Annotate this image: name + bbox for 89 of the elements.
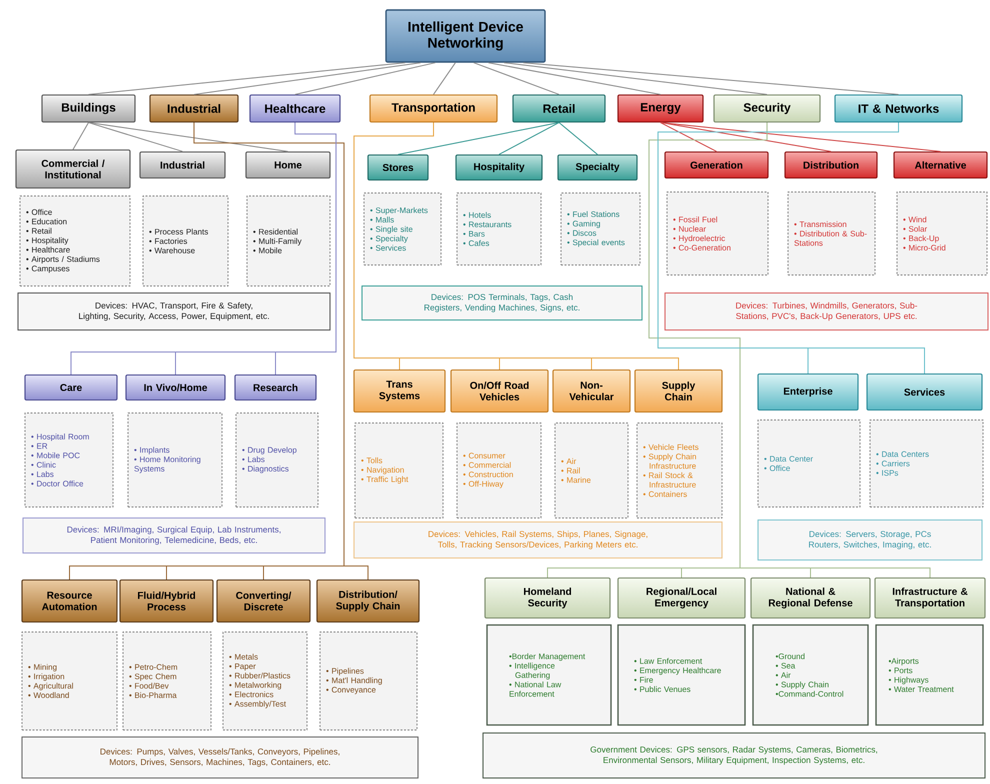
connector-line: [88, 62, 406, 95]
connector-line: [433, 62, 456, 95]
list-box: •Airports • Ports • Highways • Water Treatment: [875, 624, 984, 726]
subcategory-box: Commercial / Institutional: [15, 149, 131, 189]
list-box: • Data Center • Office: [758, 420, 860, 508]
devices-box: Government Devices: GPS sensors, Radar Systems, Cameras, Biometrics, Environmental Sensors, Military Equipment, Inspection Systems, etc.: [482, 732, 986, 778]
subcategory-box: Converting/ Discrete: [216, 579, 311, 623]
subcategory-box: Stores: [367, 154, 429, 181]
category-box: Buildings: [41, 94, 136, 123]
devices-box: Devices: Servers, Storage, PCs Routers, Switches, Imaging, etc.: [758, 520, 983, 560]
list-box: • Petro-Chem • Spec Chem • Food/Bev • Bio-Pharma: [122, 632, 212, 730]
connector-line: [354, 122, 679, 370]
connector-line: [88, 122, 183, 152]
connector-line: [660, 122, 717, 152]
subcategory-box: Trans Systems: [353, 369, 446, 413]
connector-line: [294, 62, 436, 95]
subcategory-box: Resource Automation: [21, 579, 118, 623]
list-box: • Implants • Home Monitoring Systems: [128, 412, 222, 508]
category-box: Industrial: [149, 94, 239, 123]
connector-line: [398, 122, 560, 155]
subcategory-box: Industrial: [139, 151, 226, 179]
category-box: Security: [713, 94, 821, 123]
list-box: • Air • Rail • Marine: [554, 422, 628, 518]
root-box: Intelligent Device Networking: [385, 9, 546, 63]
subcategory-box: National & Regional Defense: [750, 577, 871, 619]
subcategory-box: On/Off Road Vehicles: [450, 369, 549, 413]
list-box: •Ground • Sea • Air • Supply Chain •Command-Control: [752, 624, 869, 726]
devices-box: Devices: HVAC, Transport, Fire & Safety, Lighting, Security, Access, Power, Equipment, etc.: [18, 292, 330, 330]
connector-line: [275, 122, 336, 375]
subcategory-box: Generation: [664, 151, 769, 179]
subcategory-box: Distribution: [784, 151, 878, 179]
list-box: • Law Enforcement • Emergency Healthcare • Fire • Public Venues: [617, 624, 746, 726]
list-box: • Hotels • Restaurants • Bars • Cafes: [456, 192, 542, 266]
list-box: • Super-Markets • Malls • Single site • Specialty • Services: [364, 192, 442, 266]
subcategory-box: Fluid/Hybrid Process: [119, 579, 214, 623]
subcategory-box: In Vivo/Home: [125, 374, 226, 401]
connector-line: [648, 122, 931, 578]
list-box: • Hospital Room • ER • Mobile POC • Clinic • Labs • Doctor Office: [24, 412, 114, 508]
connector-line: [194, 62, 422, 95]
devices-box: Devices: POS Terminals, Tags, Cash Registers, Vending Machines, Signs, etc.: [362, 286, 642, 320]
subcategory-box: Infrastructure & Transportation: [874, 577, 986, 619]
list-box: • Consumer • Commercial • Construction • Off-Hiway: [456, 422, 542, 518]
devices-box: Devices: Turbines, Windmills, Generators, Sub-Stations, PVC's, Back-Up Generators, UPS etc.: [664, 292, 989, 330]
subcategory-box: Homeland Security: [484, 577, 611, 619]
connector-line: [660, 122, 942, 152]
devices-box: Devices: Vehicles, Rail Systems, Ships, Planes, Signage, Tolls, Tracking Sensors/Devices, Parking Meters etc.: [354, 522, 722, 558]
list-box: • Transmission • Distribution & Sub-Stations: [788, 192, 876, 276]
connector-line: [488, 62, 661, 95]
connector-line: [522, 62, 900, 95]
subcategory-box: Specialty: [557, 154, 638, 181]
connector-line: [88, 122, 288, 152]
connector-line: [72, 122, 89, 150]
list-box: • Process Plants • Factories • Warehouse: [142, 196, 228, 286]
connector-line: [473, 62, 560, 95]
subcategory-box: Alternative: [893, 151, 988, 179]
list-box: • Vehicle Fleets • Supply Chain Infrastructure • Rail Stock & Infrastructure • Containers: [636, 422, 722, 518]
list-box: • Fossil Fuel • Nuclear • Hydroelectric • Co-Generation: [666, 192, 768, 276]
devices-box: Devices: Pumps, Valves, Vessels/Tanks, Conveyors, Pipelines, Motors, Drives, Sensors, Machines, Tags, Containers, etc.: [22, 736, 418, 778]
category-box: Energy: [617, 94, 704, 123]
list-box: • Mining • Irrigation • Agricultural • Woodland: [22, 632, 118, 730]
category-box: IT & Networks: [834, 94, 963, 123]
subcategory-box: Home: [245, 151, 331, 179]
list-box: • Metals • Paper • Rubber/Plastics • Metalworking • Electronics • Assembly/Test: [222, 632, 308, 730]
list-box: • Data Centers • Carriers • ISPs: [870, 420, 984, 508]
list-box: • Office • Education • Retail • Hospitality • Healthcare • Airports / Stadiums • Campuses: [20, 196, 130, 286]
category-box: Healthcare: [249, 94, 341, 123]
subcategory-box: Research: [234, 374, 317, 401]
devices-box: Devices: MRI/Imaging, Surgical Equip, Lab Instruments, Patient Monitoring, Telemedicine, Beds, etc.: [22, 518, 326, 554]
connector-line: [498, 122, 560, 155]
connector-line: [504, 62, 768, 95]
subcategory-box: Hospitality: [455, 154, 543, 181]
category-box: Retail: [512, 94, 606, 123]
category-box: Transportation: [369, 94, 498, 123]
list-box: • Residential • Multi-Family • Mobile: [246, 196, 330, 286]
list-box: • Drug Develop • Labs • Diagnostics: [236, 412, 318, 508]
subcategory-box: Services: [866, 373, 983, 411]
subcategory-box: Non- Vehicular: [552, 369, 631, 413]
list-box: •Border Management • Intelligence Gathering • National Law Enforcement: [486, 624, 612, 726]
subcategory-box: Regional/Local Emergency: [617, 577, 746, 619]
connector-line: [660, 122, 832, 152]
list-box: • Wind • Solar • Back-Up • Micro-Grid: [896, 192, 988, 276]
subcategory-box: Supply Chain: [634, 369, 723, 413]
subcategory-box: Care: [24, 374, 118, 401]
subcategory-box: Distribution/ Supply Chain: [316, 579, 420, 623]
list-box: • Fuel Stations • Gaming • Discos • Special events: [560, 192, 640, 266]
list-box: • Tolls • Navigation • Traffic Light: [354, 422, 444, 518]
list-box: • Pipelines • Mat'l Handling • Conveyance: [320, 632, 418, 730]
connector-line: [558, 122, 598, 155]
subcategory-box: Enterprise: [757, 373, 859, 411]
